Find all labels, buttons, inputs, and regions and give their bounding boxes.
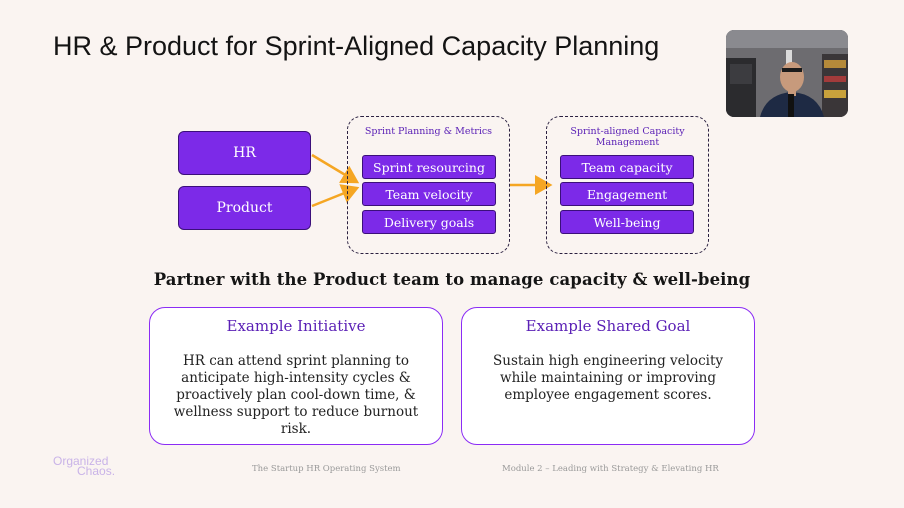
sprint-planning-group-title: Sprint Planning & Metrics — [364, 126, 493, 137]
sprint-planning-group: Sprint Planning & Metrics — [347, 116, 510, 254]
team-capacity-pill: Team capacity — [560, 155, 694, 179]
example-shared-goal-card: Example Shared Goal Sustain high enginee… — [461, 307, 755, 445]
delivery-goals-pill: Delivery goals — [362, 210, 496, 234]
organized-chaos-logo: Organized Chaos. — [53, 454, 116, 478]
presenter-image — [726, 30, 848, 117]
team-velocity-pill: Team velocity — [362, 182, 496, 206]
logo-line-2: Chaos. — [77, 464, 116, 478]
capacity-management-group-title: Sprint-aligned Capacity Management — [570, 126, 685, 148]
well-being-pill: Well-being — [560, 210, 694, 234]
example-initiative-title: Example Initiative — [226, 317, 366, 335]
example-shared-goal-title: Example Shared Goal — [525, 317, 691, 335]
footer-course: The Startup HR Operating System — [252, 464, 401, 474]
hr-box: HR — [178, 131, 311, 175]
example-shared-goal-body: Sustain high engineering velocity while … — [493, 353, 723, 403]
product-box: Product — [178, 186, 311, 230]
slide-subtitle: Partner with the Product team to manage … — [153, 270, 751, 289]
webcam-video — [726, 30, 848, 117]
example-initiative-body: HR can attend sprint planning to anticip… — [173, 353, 419, 437]
capacity-management-group: Sprint-aligned Capacity Management — [546, 116, 709, 254]
engagement-pill: Engagement — [560, 182, 694, 206]
footer-module: Module 2 – Leading with Strategy & Eleva… — [502, 464, 719, 474]
example-initiative-card: Example Initiative HR can attend sprint … — [149, 307, 443, 445]
logo-line-1: Organized — [53, 454, 109, 468]
slide-title: HR & Product for Sprint-Aligned Capacity… — [53, 31, 660, 61]
sprint-resourcing-pill: Sprint resourcing — [362, 155, 496, 179]
